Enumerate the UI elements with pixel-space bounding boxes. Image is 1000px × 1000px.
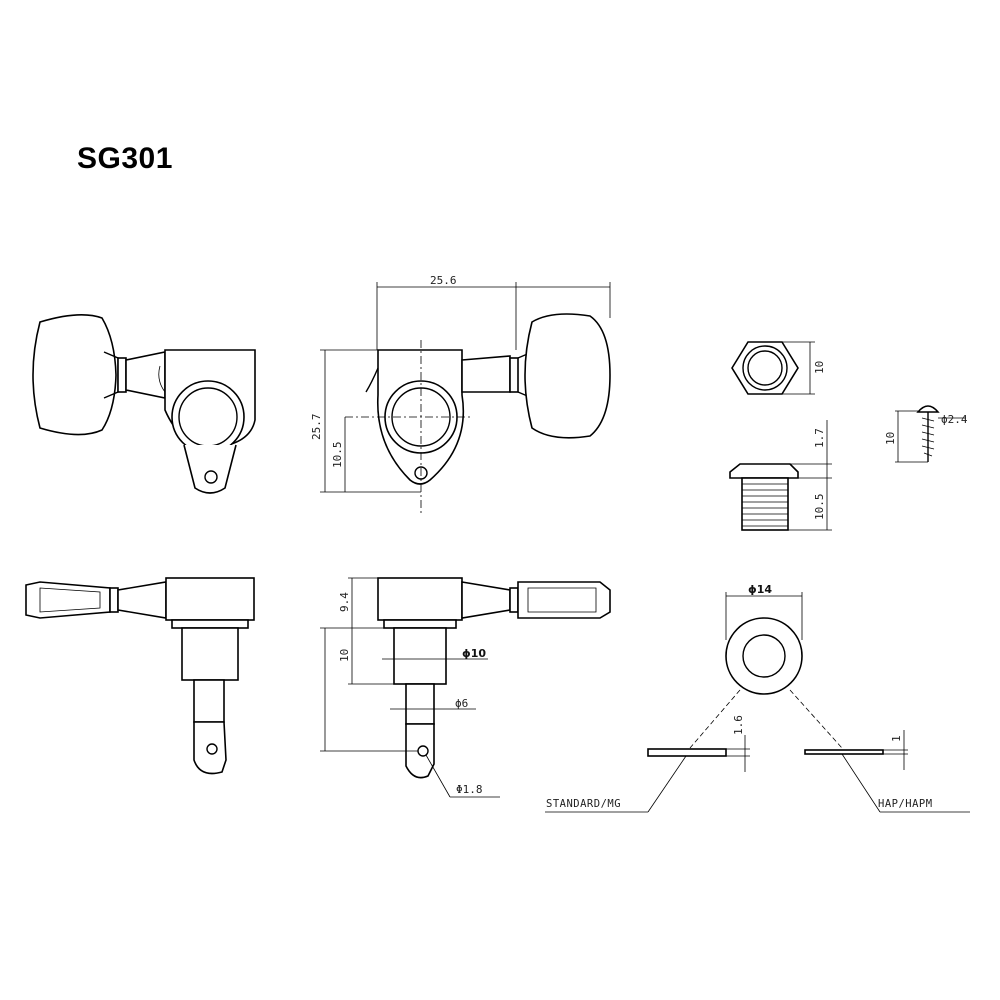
- dim-hole-diameter: Φ1.8: [456, 783, 483, 796]
- screw-view: 10 ϕ2.4: [884, 405, 968, 463]
- dim-height-total: 25.7: [310, 414, 323, 441]
- dim-post-top: 9.4: [338, 592, 351, 612]
- dim-post-diameter-6: ϕ6: [455, 697, 468, 710]
- front-view-left: [32, 314, 256, 494]
- label-washer-standard: STANDARD/MG: [546, 798, 621, 810]
- dim-bushing-top: 1.7: [813, 428, 826, 448]
- bushing-view: 1.7 10.5: [729, 420, 832, 531]
- dim-washer-diameter: ϕ14: [748, 583, 772, 596]
- side-view-left: [25, 577, 255, 775]
- dim-post-diameter-10: ϕ10: [462, 647, 486, 660]
- dim-bushing-thread: 10.5: [813, 494, 826, 521]
- dim-overall-width: 25.6: [430, 274, 457, 287]
- dim-screw-length: 10: [884, 432, 897, 445]
- dim-height-center: 10.5: [331, 442, 344, 469]
- washer-view: ϕ14 1.6 STANDARD/MG 1 HAP/HAPM: [545, 583, 970, 813]
- dim-post-length: 10: [338, 649, 351, 662]
- dim-nut-width: 10: [813, 361, 826, 374]
- side-view-right: 9.4 10 ϕ10 ϕ6 Φ1.8: [320, 577, 611, 798]
- bushing-thread: [742, 483, 788, 527]
- hex-nut-view: 10: [731, 341, 826, 395]
- front-view-right: 25.6 25.7 10.5: [310, 274, 611, 515]
- label-washer-hap: HAP/HAPM: [878, 798, 933, 810]
- dim-washer-hap-thickness: 1: [890, 735, 903, 742]
- dim-washer-standard-thickness: 1.6: [732, 715, 745, 735]
- dim-screw-diameter: ϕ2.4: [941, 413, 968, 426]
- product-title: SG301: [77, 142, 173, 175]
